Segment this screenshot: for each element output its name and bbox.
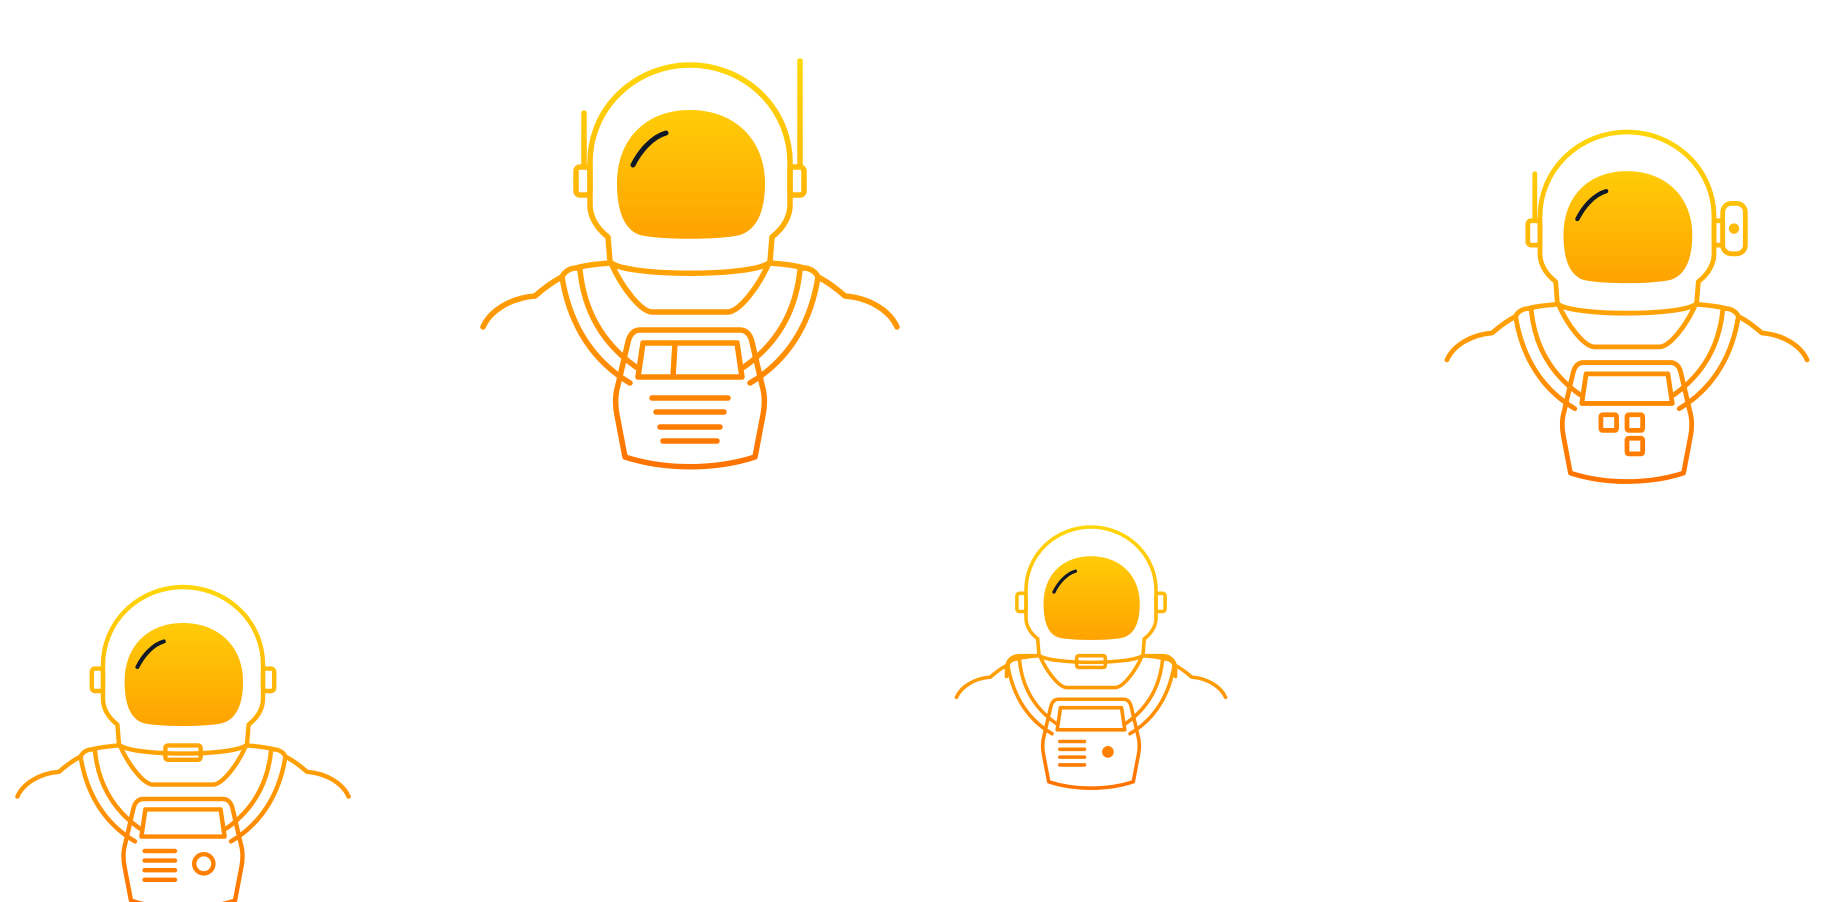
torso [1040,697,1142,790]
chest-panel [635,340,745,380]
ear-left [89,666,106,694]
collar-bib [609,262,771,315]
chest-button-inner [1632,443,1637,448]
chest-panel [1579,371,1675,406]
shoulder-line [1525,301,1560,312]
astronaut-right [1444,129,1810,484]
upper-arm-outer [1676,314,1741,412]
collar [607,259,773,276]
upper-arm-outer [1513,314,1578,412]
shoulder-line [767,260,807,271]
shoulder-line [244,743,277,752]
shoulder-pad [1142,653,1178,679]
chest-button [1624,435,1646,457]
ear-left [573,164,593,198]
collar [1037,653,1145,665]
forearm [815,274,900,330]
shoulder-line [573,260,613,271]
ear-right [260,666,277,694]
visor-highlight [1575,188,1609,222]
astronaut-group [15,58,1810,902]
upper-arm-outer [228,754,288,844]
earpiece-right [1720,200,1748,257]
visor [617,110,765,239]
astronaut-bottom-left [15,584,351,902]
visor-highlight [630,130,669,168]
upper-arm-outer [559,274,633,386]
torso [121,796,245,902]
shoulder-line [89,743,122,752]
forearm [15,754,83,799]
upper-arm-inner [1124,658,1165,726]
astronaut-large [480,58,900,470]
collar [116,742,250,756]
chest-dial [192,852,216,876]
torso [1559,360,1695,484]
ear-left [1525,218,1543,248]
astronaut-bottom-center [954,525,1228,790]
forearm [1735,314,1810,363]
ear-right [1154,591,1167,614]
chest-dot [1102,746,1114,758]
shoulder-pad [1004,653,1040,679]
visor [124,623,243,726]
forearm [1172,663,1228,700]
upper-arm-outer [78,754,138,844]
chest-panel [1055,705,1127,732]
visor [1563,171,1693,284]
helmet [1537,129,1717,306]
collar-badge [163,743,203,763]
helmet [100,584,266,747]
ear-right [787,164,807,198]
collar-bib [118,744,248,787]
chest-button-inner [1632,420,1637,425]
chest-button [1598,412,1619,433]
forearm [1444,314,1519,363]
shoulder-line [1694,301,1729,312]
torso [612,327,768,470]
helmet [587,62,793,265]
visor-highlight [1052,569,1078,594]
collar-bib [1038,655,1144,690]
collar-bib [1556,303,1698,350]
chest-panel [139,807,227,839]
earpiece-dot [1728,223,1740,234]
forearm [283,754,351,799]
forearm [954,663,1010,700]
collar [1555,300,1699,316]
collar-badge [1074,653,1108,670]
chest-button-inner [1606,420,1611,425]
visor-highlight [135,639,166,670]
chest-panel-divider [670,340,678,380]
ear-left [1015,591,1028,614]
visor [1043,556,1140,640]
chest-button [1624,412,1646,433]
helmet [1024,525,1158,657]
forearm [480,274,565,330]
upper-arm-outer [747,274,821,386]
upper-arm-inner [1017,658,1058,726]
